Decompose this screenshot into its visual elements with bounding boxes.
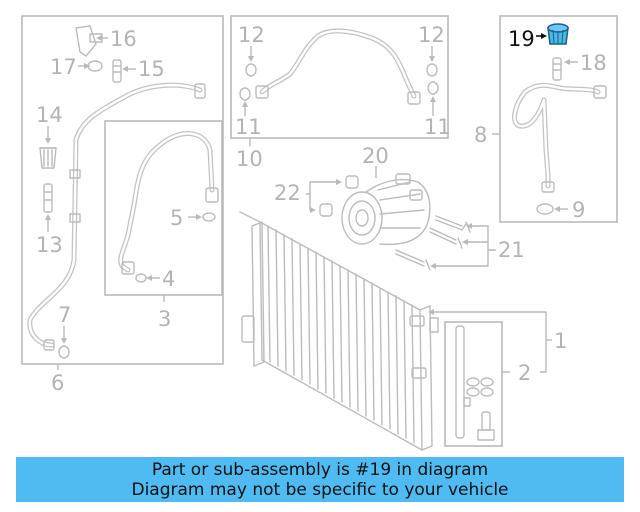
o-ring-7 (58, 345, 70, 359)
callout-13: 13 (36, 233, 63, 257)
compressor-20 (341, 173, 431, 246)
callout-10: 10 (236, 147, 263, 171)
hose-group-8 (512, 82, 607, 193)
o-ring-4 (135, 273, 147, 283)
callout-2: 2 (518, 361, 531, 385)
banner-line-2: Diagram may not be specific to your vehi… (131, 480, 509, 500)
callout-15: 15 (138, 57, 165, 81)
hose-group-3 (118, 131, 219, 275)
dryer-2 (455, 325, 495, 441)
callout-11b: 11 (424, 115, 451, 139)
cap-14 (39, 147, 57, 169)
callout-17: 17 (50, 55, 77, 79)
left-hose-assembly (27, 82, 206, 351)
bolts-21 (395, 215, 471, 271)
banner-line-1: Part or sub-assembly is #19 in diagram (151, 460, 489, 480)
hose-group-10 (255, 28, 421, 105)
sensor-16 (75, 25, 103, 57)
group-box-10 (230, 15, 449, 139)
callout-12b: 12 (418, 23, 445, 47)
o-ring-12b (426, 63, 438, 77)
o-ring-11b (427, 81, 439, 95)
fittings-22 (319, 175, 359, 217)
callout-14: 14 (36, 103, 63, 127)
group-box-2 (444, 321, 503, 447)
callout-22: 22 (274, 181, 301, 205)
valve-core-13 (43, 183, 53, 213)
callout-8: 8 (474, 123, 487, 147)
callout-1: 1 (554, 329, 567, 353)
o-ring-9 (536, 203, 554, 215)
callout-4: 4 (162, 267, 175, 291)
valve-15 (112, 59, 122, 83)
highlighted-part-19-icon (547, 23, 569, 45)
o-ring-11a (239, 87, 251, 101)
callout-6: 6 (51, 371, 64, 395)
callout-11a: 11 (235, 115, 262, 139)
callout-20: 20 (362, 144, 389, 168)
o-ring-12a (245, 63, 257, 77)
callout-19: 19 (508, 27, 535, 51)
callout-3: 3 (158, 307, 171, 331)
condenser-1 (239, 211, 439, 451)
o-ring-5 (202, 212, 216, 222)
valve-18 (552, 57, 562, 81)
group-box-6 (21, 15, 224, 365)
leader-lines (45, 33, 578, 373)
group-box-8 (499, 15, 618, 223)
callout-7: 7 (58, 303, 71, 327)
callout-16: 16 (110, 27, 137, 51)
callout-labels: 16 17 15 14 13 7 6 5 4 3 12 11 12 11 10 … (36, 23, 607, 395)
callout-18: 18 (580, 51, 607, 75)
o-ring-17 (87, 60, 103, 72)
info-banner: Part or sub-assembly is #19 in diagram D… (16, 457, 624, 502)
callout-9: 9 (572, 198, 585, 222)
callout-5: 5 (170, 206, 183, 230)
callout-12a: 12 (238, 23, 265, 47)
callout-21: 21 (498, 238, 525, 262)
